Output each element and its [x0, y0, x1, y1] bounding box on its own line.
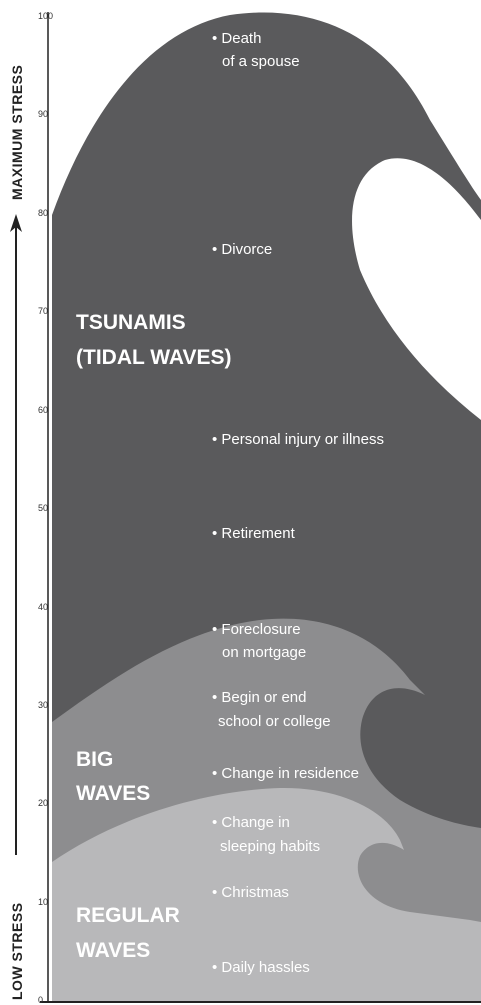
tick-label: 80 — [38, 208, 48, 218]
event-label: of a spouse — [222, 53, 300, 70]
tick-label: 0 — [38, 995, 43, 1005]
event-label: sleeping habits — [220, 838, 320, 855]
zone-label-big: WAVES — [76, 782, 150, 805]
event-label: • Change in residence — [212, 765, 359, 782]
axis-label-top: MAXIMUM STRESS — [9, 65, 25, 200]
event-label: • Death — [212, 30, 261, 47]
tick-label: 70 — [38, 306, 48, 316]
zone-label-big: BIG — [76, 748, 113, 771]
event-label: • Retirement — [212, 525, 296, 542]
event-label: • Daily hassles — [212, 959, 310, 976]
zone-label-tsunamis: TSUNAMIS — [76, 311, 186, 334]
tick-label: 50 — [38, 503, 48, 513]
tick-label: 90 — [38, 109, 48, 119]
zone-label-tsunamis: (TIDAL WAVES) — [76, 346, 232, 369]
tick-label: 30 — [38, 700, 48, 710]
event-label: on mortgage — [222, 644, 306, 661]
tick-label: 100 — [38, 11, 53, 21]
tick-label: 60 — [38, 405, 48, 415]
tick-label: 20 — [38, 798, 48, 808]
axis-label-bottom: LOW STRESS — [9, 902, 25, 1000]
event-label: • Christmas — [212, 884, 289, 901]
event-label: • Personal injury or illness — [212, 431, 384, 448]
tick-label: 40 — [38, 602, 48, 612]
zone-label-regular: REGULAR — [76, 904, 180, 927]
event-label: • Foreclosure — [212, 621, 301, 638]
event-label: • Divorce — [212, 241, 272, 258]
event-label: • Begin or end — [212, 689, 306, 706]
zone-label-regular: WAVES — [76, 939, 150, 962]
event-label: school or college — [218, 713, 331, 730]
tick-label: 10 — [38, 897, 48, 907]
event-label: • Change in — [212, 814, 290, 831]
